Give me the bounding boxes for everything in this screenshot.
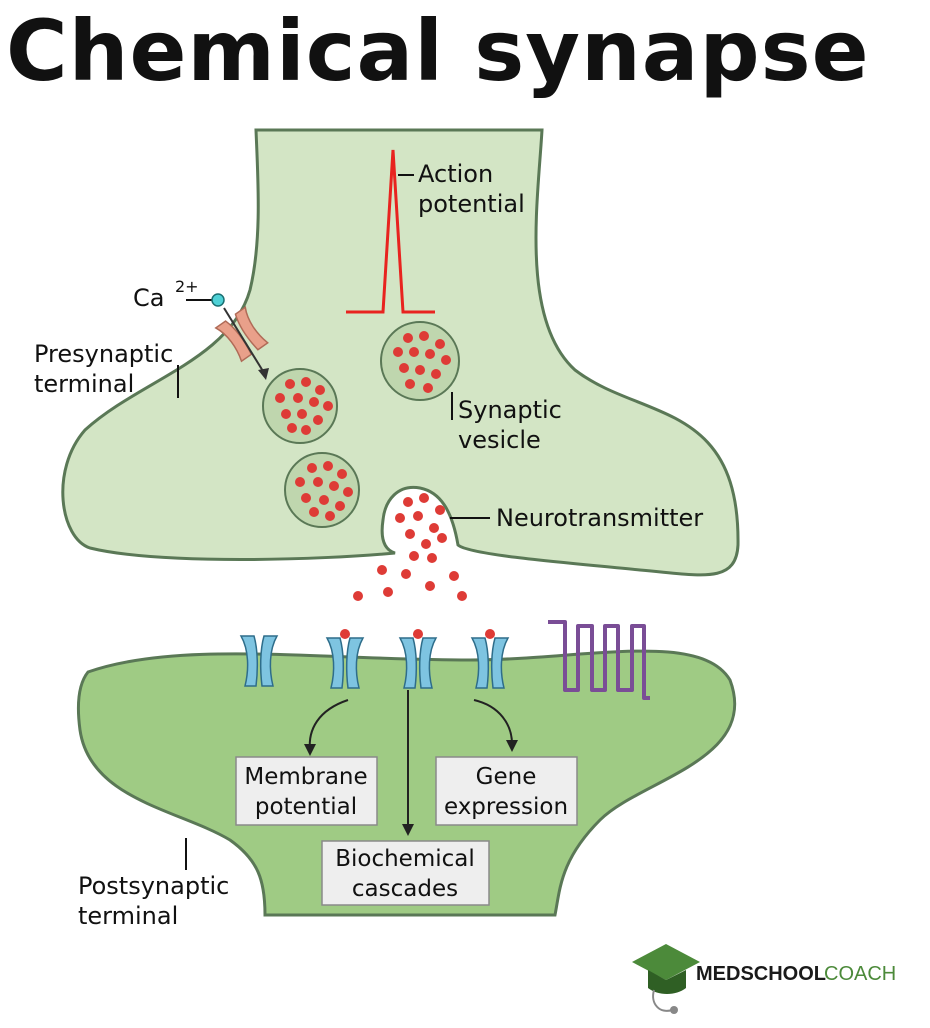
postsynaptic-label-line2: terminal [78,902,178,930]
synaptic-vesicle-label-line2: vesicle [458,426,541,454]
calcium-channel [214,305,269,363]
arrowhead-gene [506,740,518,752]
vesicle-3 [380,321,460,401]
arrowhead-membrane [304,744,316,756]
gene-expression-line2: expression [444,794,568,820]
receptor-channel-2 [325,629,365,689]
postsynaptic-label-line1: Postsynaptic [78,872,229,900]
receptor-channel-1 [239,635,279,687]
membrane-potential-line1: Membrane [244,764,367,790]
vesicle-1 [262,368,338,444]
calcium-ion [211,293,225,307]
logo-light-text: COACH [824,963,896,985]
fusing-vesicle-neurotransmitters [395,493,447,549]
logo-bold-text: MEDSCHOOL [696,963,826,985]
presynaptic-label-line2: terminal [34,370,134,398]
calcium-entry-arrowhead [258,368,269,380]
diagram-title: Chemical synapse [6,2,870,100]
receptor-channel-4 [470,629,510,689]
arrowhead-biochemical [402,824,414,836]
biochemical-cascades-line2: cascades [352,876,458,902]
medschoolcoach-logo: MEDSCHOOL COACH [632,944,896,1014]
neurotransmitter-label: Neurotransmitter [496,504,703,532]
calcium-label: Ca [133,284,164,312]
synaptic-vesicle-label-line1: Synaptic [458,396,562,424]
graduation-cap-icon [632,944,700,980]
biochemical-cascades-box [321,840,490,906]
presynaptic-label-line1: Presynaptic [34,340,173,368]
calcium-charge-label: 2+ [175,277,199,296]
calcium-entry-arrow [223,307,267,377]
action-potential-label-line2: potential [418,190,525,218]
membrane-potential-line2: potential [255,794,357,820]
vesicle-2 [284,452,360,528]
gpcr-receptor [548,620,650,700]
gene-expression-box [435,756,578,826]
arrow-to-gene [473,699,513,745]
membrane-potential-box [235,756,378,826]
action-potential-label-line1: Action [418,160,493,188]
action-potential-spike [346,149,435,314]
receptor-channel-3 [398,629,438,689]
gene-expression-line1: Gene [476,764,537,790]
biochemical-cascades-line1: Biochemical [335,846,475,872]
released-neurotransmitters [353,551,467,601]
